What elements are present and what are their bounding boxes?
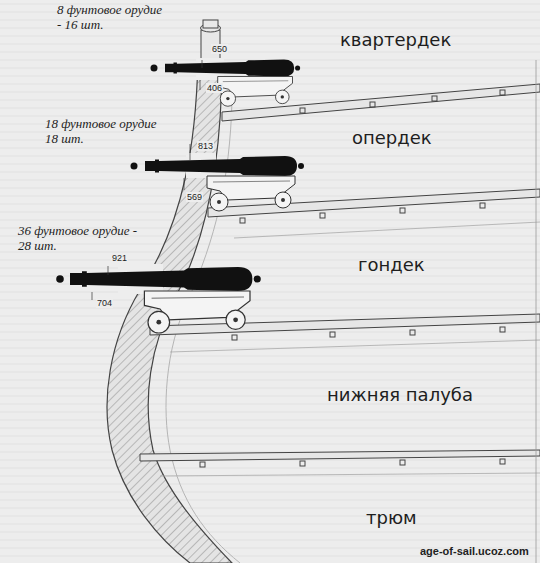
dimension-number: 813 bbox=[197, 141, 214, 151]
gun-caption: 8 фунтовое орудие - 16 шт. bbox=[57, 3, 165, 33]
dimension-number: 921 bbox=[111, 253, 128, 263]
watermark: age-of-sail.ucoz.com bbox=[420, 545, 529, 558]
deck-name: гондек bbox=[358, 255, 425, 276]
dimension-number: 704 bbox=[96, 298, 113, 308]
gun-caption: 36 фунтовое орудие - 28 шт. bbox=[18, 224, 138, 254]
deck-name: трюм bbox=[366, 508, 417, 529]
dimension-number: 650 bbox=[211, 44, 228, 54]
deck-name: квартердек bbox=[340, 30, 451, 51]
dimension-number: 406 bbox=[206, 83, 223, 93]
dimension-number: 569 bbox=[186, 192, 203, 202]
deck-name: опердек bbox=[352, 128, 432, 149]
gun-caption: 18 фунтовое орудие 18 шт. bbox=[45, 117, 157, 147]
deck-name: нижняя палуба bbox=[327, 385, 473, 406]
